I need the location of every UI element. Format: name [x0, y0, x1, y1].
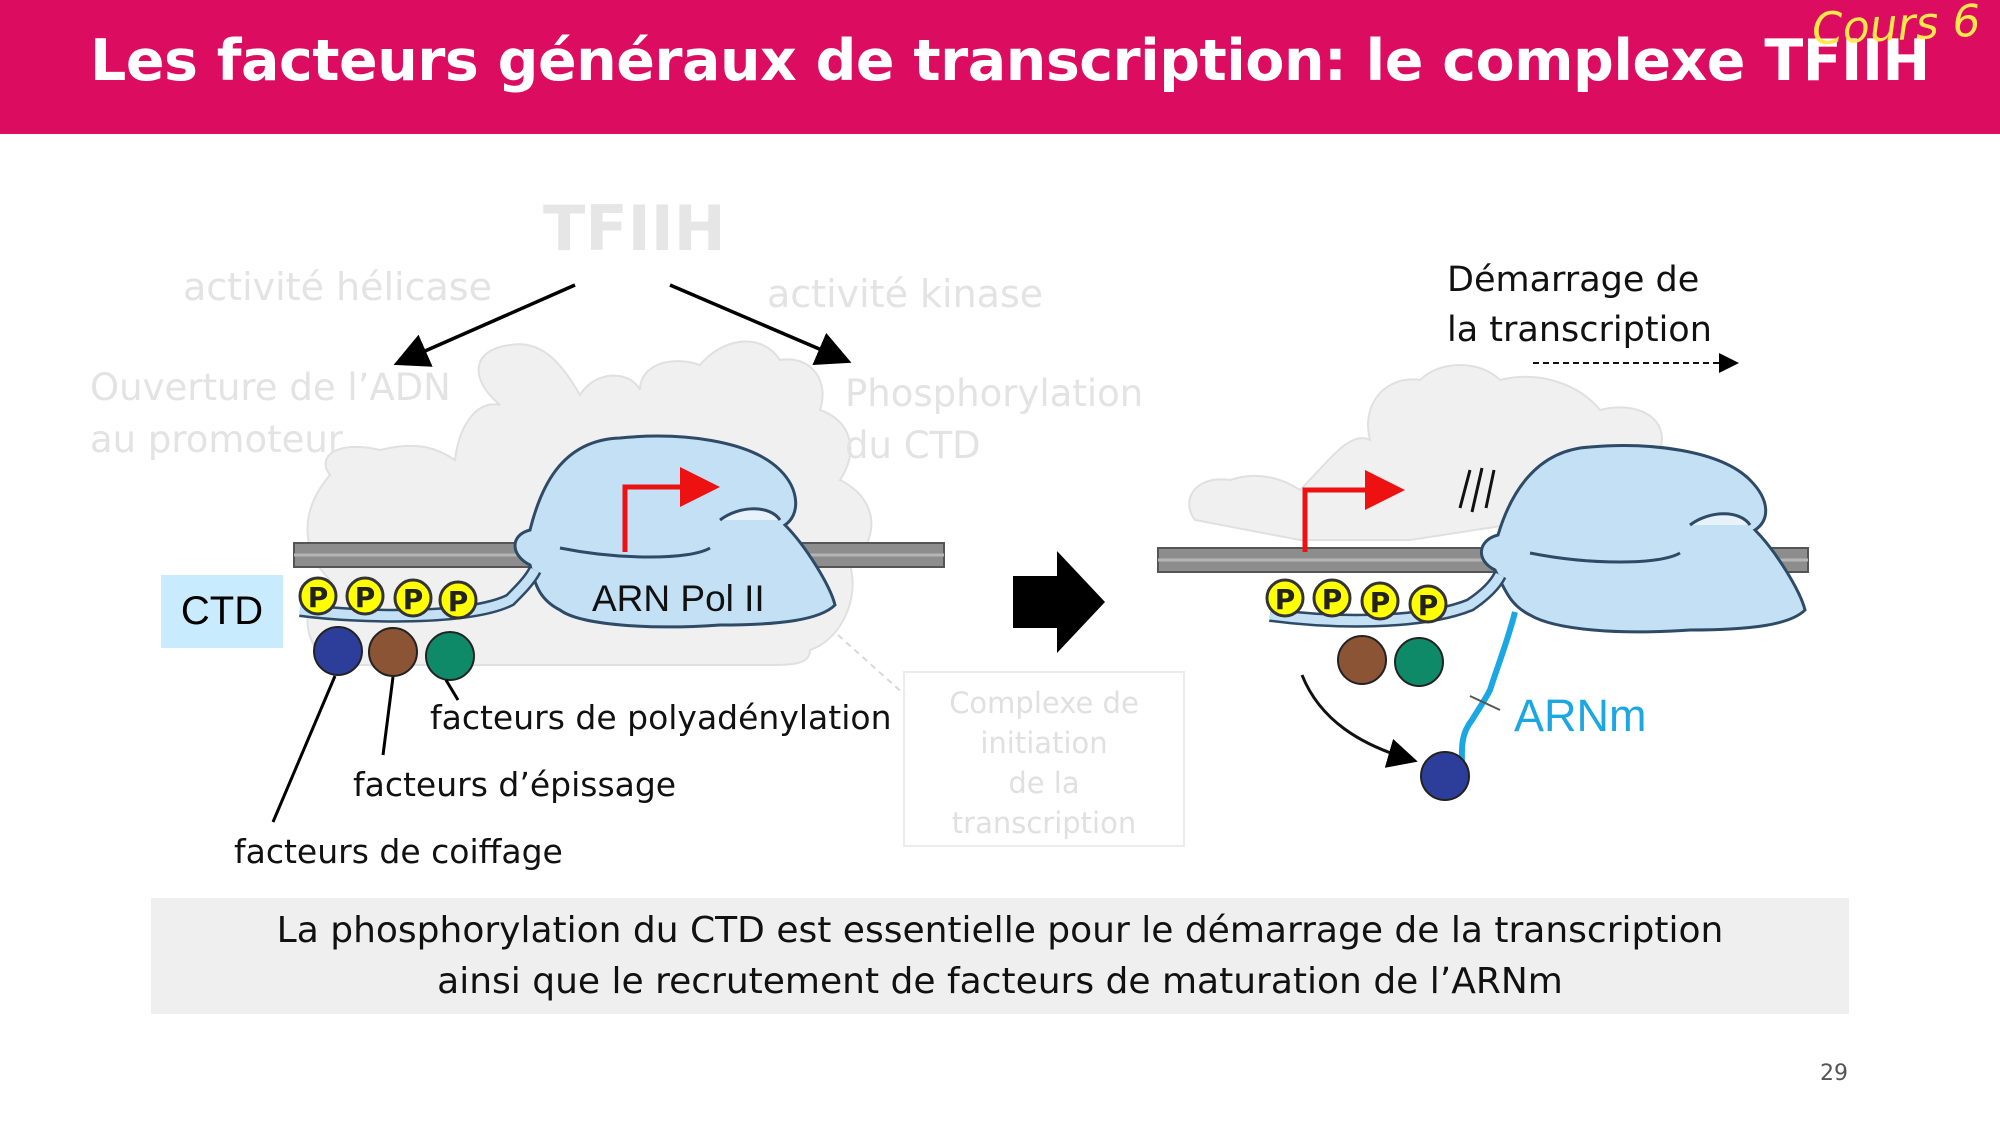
ctd-phosphorylation-line2: du CTD [845, 424, 981, 467]
summary-caption: La phosphorylation du CTD est essentiell… [151, 898, 1849, 1014]
phosphate-p4 [1408, 584, 1448, 624]
caption-line1: La phosphorylation du CTD est essentiell… [276, 910, 1724, 951]
mrna-strand [1455, 611, 1518, 772]
phosphate-p3 [393, 578, 433, 618]
dna-opening-line2: au promoteur [90, 418, 344, 461]
transcription-start-line2: la transcription [1447, 310, 1712, 350]
rna-polymerase-left [513, 434, 837, 629]
capping-factor-left [313, 626, 363, 676]
phosphate-label: P [1370, 586, 1391, 619]
transition-arrow [1013, 551, 1105, 653]
phosphate-label: P [308, 581, 329, 614]
phosphate-label: P [403, 583, 424, 616]
phosphate-p3 [1360, 581, 1400, 621]
rna-polymerase-right [1480, 444, 1807, 634]
phosphate-group-right: P P P P [1265, 578, 1448, 624]
mrna-label: ARNm [1514, 690, 1647, 741]
promoter-arrow-right [1302, 470, 1405, 552]
ctd-phosphorylation-line1: Phosphorylation [845, 372, 1144, 415]
phosphate-p1 [298, 576, 338, 616]
tfiih-label: TFIIH [543, 192, 726, 265]
polya-leader [444, 679, 460, 701]
helicase-activity-label: activité hélicase [183, 265, 492, 309]
transcription-start-label: Démarrage de la transcription [1447, 255, 1712, 355]
splicing-factor-right [1337, 635, 1387, 685]
phosphate-label: P [1322, 583, 1343, 616]
polyadenylation-factors-label: facteurs de polyadénylation [430, 698, 892, 737]
splicing-factor-left [368, 627, 418, 677]
epissage-leader [381, 676, 395, 756]
ctd-phosphorylation-label: Phosphorylation du CTD [845, 368, 1143, 472]
phosphate-group-left: P P P P [298, 576, 478, 620]
caption-line2: ainsi que le recrutement de facteurs de … [437, 961, 1563, 1002]
slide-title: Les facteurs généraux de transcription: … [90, 28, 1930, 94]
dna-opening-line1: Ouverture de l’ADN [90, 366, 451, 409]
phosphate-p1 [1265, 578, 1305, 618]
capping-recruit-arrow [1300, 674, 1418, 768]
phosphate-label: P [355, 581, 376, 614]
complex-line3: de la [1008, 766, 1080, 800]
page-number: 29 [1820, 1061, 1848, 1086]
coiffage-leader [271, 675, 337, 823]
complex-line2: initiation [980, 726, 1108, 760]
capping-factor-right [1420, 751, 1470, 801]
phosphate-label: P [1275, 583, 1296, 616]
kinase-arrow [669, 283, 852, 366]
phosphate-p2 [1312, 578, 1352, 618]
polya-factor-left [425, 631, 475, 681]
transcription-start-line1: Démarrage de [1447, 260, 1700, 300]
polya-factor-right [1394, 637, 1444, 687]
helicase-arrow [393, 283, 576, 367]
initiation-complex-box: Complexe de initiation de la transcripti… [903, 671, 1185, 847]
promoter-arrow-left [622, 467, 720, 552]
capping-factors-label: facteurs de coiffage [234, 832, 563, 871]
phosphate-p4 [438, 580, 478, 620]
kinase-activity-label: activité kinase [767, 272, 1044, 316]
ctd-label: CTD [161, 575, 283, 648]
motion-marks [1458, 467, 1496, 513]
splicing-factors-label: facteurs d’épissage [353, 765, 677, 804]
phosphate-p2 [345, 576, 385, 616]
title-bar [0, 0, 2000, 134]
rna-pol-ii-label: ARN Pol II [592, 578, 765, 619]
phosphate-label: P [448, 585, 469, 618]
complex-line4: transcription [951, 806, 1137, 840]
complex-line1: Complexe de [949, 686, 1139, 720]
phosphate-label: P [1418, 589, 1439, 622]
dna-opening-label: Ouverture de l’ADN au promoteur [90, 362, 451, 466]
